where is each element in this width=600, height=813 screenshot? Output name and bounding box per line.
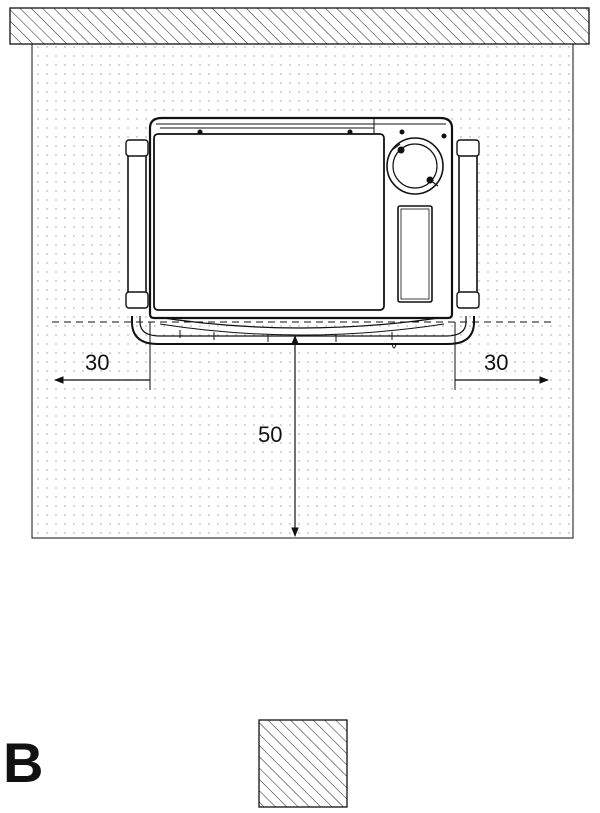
stove-top-view (125, 116, 480, 349)
left-handle (127, 145, 147, 307)
front-clearance-label: 50 (258, 422, 282, 447)
wall-hatch (9, 7, 590, 45)
side-panel (397, 205, 433, 303)
cooking-plate (153, 133, 385, 311)
right-handle (458, 145, 478, 307)
right-clearance-label: 30 (484, 350, 508, 375)
section-letter: B (3, 731, 43, 794)
left-clearance-label: 30 (85, 350, 109, 375)
section-hatch-swatch (258, 719, 348, 808)
